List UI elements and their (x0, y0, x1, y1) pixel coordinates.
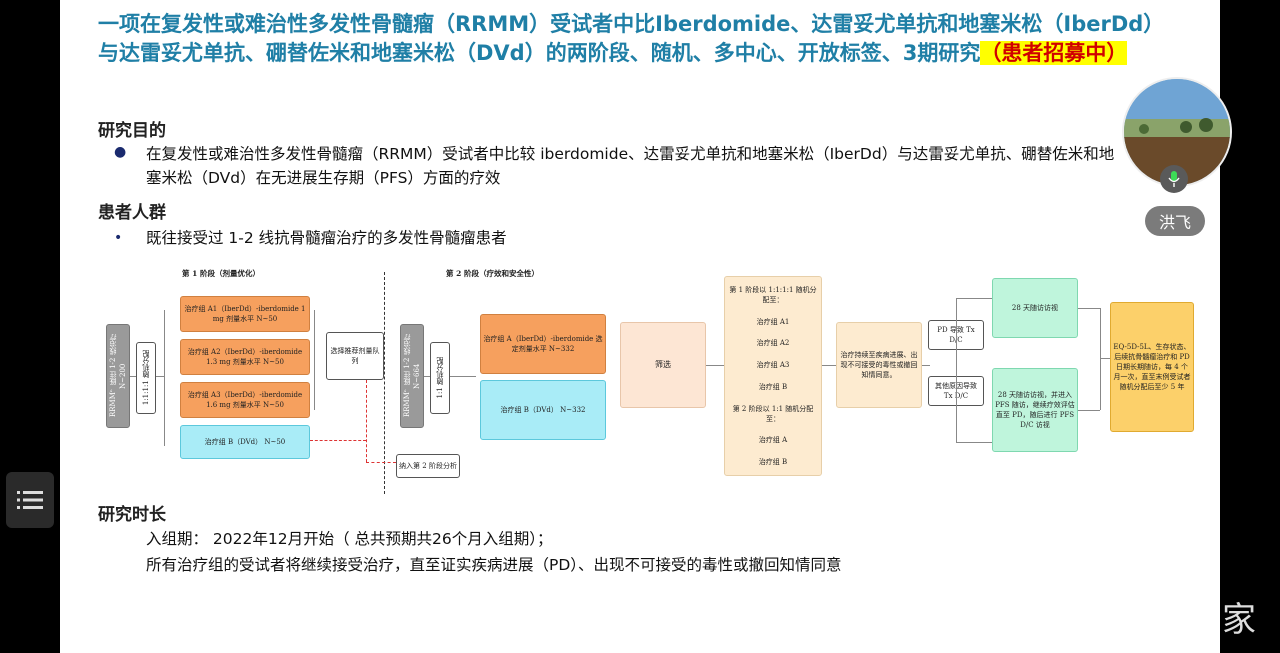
connector (1100, 308, 1101, 410)
participant-name[interactable]: 洪飞 (1145, 206, 1205, 236)
arm-b-box: 治疗组 B（DVd） N~50 (180, 425, 310, 459)
stage-item: 治疗组 B (758, 458, 788, 467)
slide-title: 一项在复发性或难治性多发性骨髓瘤（RRMM）受试者中比Iberdomide、达雷… (98, 10, 1178, 68)
study-design-diagram: 第 1 阶段（剂量优化） 第 2 阶段（疗效和安全性） RRMM，既往 1-2 … (100, 262, 1200, 497)
menu-icon (17, 491, 43, 509)
bullet-dot: ● (114, 144, 127, 160)
arm-a3-box: 治疗组 A3（IberDd）-iberdomide 1.6 mg 剂量水平 N~… (180, 382, 310, 418)
screening-box: 筛选 (620, 322, 706, 408)
continue-treatment-box: 治疗持续至疾病进展、出现不可接受的毒性或撤回知情同意。 (836, 322, 922, 408)
stage-item: 治疗组 A1 (756, 317, 790, 326)
connector (164, 310, 165, 446)
stage-randomization-box: 第 1 阶段以 1:1:1:1 随机分配至： 治疗组 A1 治疗组 A2 治疗组… (724, 276, 822, 476)
population-heading: 患者人群 (98, 203, 166, 223)
title-main: 一项在复发性或难治性多发性骨髓瘤（RRMM）受试者中比Iberdomide、达雷… (98, 12, 1165, 65)
phase-divider (384, 272, 385, 494)
connector (156, 376, 164, 377)
phase2-label: 第 2 阶段（疗效和安全性） (446, 269, 539, 278)
dashed-arrow (366, 380, 367, 462)
connector (1078, 308, 1100, 309)
stage-item: 治疗组 A2 (756, 339, 790, 348)
watermark: 家 (1222, 600, 1256, 640)
objective-heading: 研究目的 (98, 121, 166, 141)
connector (314, 310, 315, 410)
connector (450, 376, 476, 377)
duration-line-1: 入组期： 2022年12月开始（ 总共预期共26个月入组期）； (146, 530, 553, 548)
connector (956, 298, 957, 442)
connector (424, 376, 430, 377)
population-text: 既往接受过 1-2 线抗骨髓瘤治疗的多发性骨髓瘤患者 (146, 229, 507, 247)
stage-item: 治疗组 A3 (756, 361, 790, 370)
connector (922, 365, 930, 366)
stage-item: 治疗组 B (758, 382, 788, 391)
menu-button[interactable] (6, 472, 54, 528)
arm-a2-box: 治疗组 A2（IberDd）-iberdomide 1.3 mg 剂量水平 N~… (180, 339, 310, 375)
phase1-label: 第 1 阶段（剂量优化） (182, 269, 260, 278)
p2-arm-a-box: 治疗组 A（IberDd）-iberdomide 选定剂量水平 N~332 (480, 314, 606, 374)
stage-2-caption: 第 2 阶段以 1:1 随机分配至： (732, 404, 814, 423)
enroll-phase2-box: 纳入第 2 阶段分析 (396, 454, 460, 478)
presentation-slide: 一项在复发性或难治性多发性骨髓瘤（RRMM）受试者中比Iberdomide、达雷… (60, 0, 1220, 653)
dashed-arrow (310, 440, 366, 441)
duration-heading: 研究时长 (98, 505, 166, 525)
recruiting-highlight: （患者招募中） (980, 41, 1128, 65)
microphone-button[interactable] (1160, 165, 1188, 193)
connector (130, 376, 136, 377)
p2-randomization-box: 1:1 随机分配 (430, 342, 450, 414)
visit-28-pfs-box: 28 天随访访视，并进入 PFS 随访，继续疗效评估直至 PD，随后进行 PFS… (992, 368, 1078, 452)
select-dose-box: 选择推荐剂量队列 (326, 332, 384, 380)
landscape-photo (1124, 79, 1230, 185)
p2-arm-b-box: 治疗组 B（DVd） N~332 (480, 380, 606, 440)
bullet-dot: • (114, 230, 123, 246)
arm-a1-box: 治疗组 A1（IberDd）-iberdomide 1 mg 剂量水平 N~50 (180, 296, 310, 332)
connector (956, 442, 992, 443)
connector (706, 365, 724, 366)
p1-population-box: RRMM，既往 1-2 线治疗 N~200 (106, 324, 130, 428)
objective-text: 在复发性或难治性多发性骨髓瘤（RRMM）受试者中比较 iberdomide、达雷… (146, 145, 1115, 187)
dashed-arrow (366, 462, 396, 463)
p1-randomization-box: 1:1:1:1 随机分配 (136, 342, 156, 414)
duration-line-2: 所有治疗组的受试者将继续接受治疗，直至证实疾病进展（PD）、出现不可接受的毒性或… (146, 556, 842, 574)
stage-1-caption: 第 1 阶段以 1:1:1:1 随机分配至： (729, 285, 817, 304)
long-term-followup-box: EQ-5D-5L、生存状态、后续抗骨髓瘤治疗和 PD 日期长期随访，每 4 个月… (1110, 302, 1194, 432)
p2-population-box: RRMM，既往 1-2 线治疗 N~664 (400, 324, 424, 428)
visit-28-box: 28 天随访访视 (992, 278, 1078, 338)
connector (1078, 410, 1100, 411)
connector (1100, 358, 1110, 359)
connector (822, 365, 836, 366)
microphone-icon (1168, 171, 1180, 187)
connector (956, 298, 992, 299)
participant-avatar[interactable] (1122, 77, 1232, 187)
stage-item: 治疗组 A (758, 436, 788, 445)
